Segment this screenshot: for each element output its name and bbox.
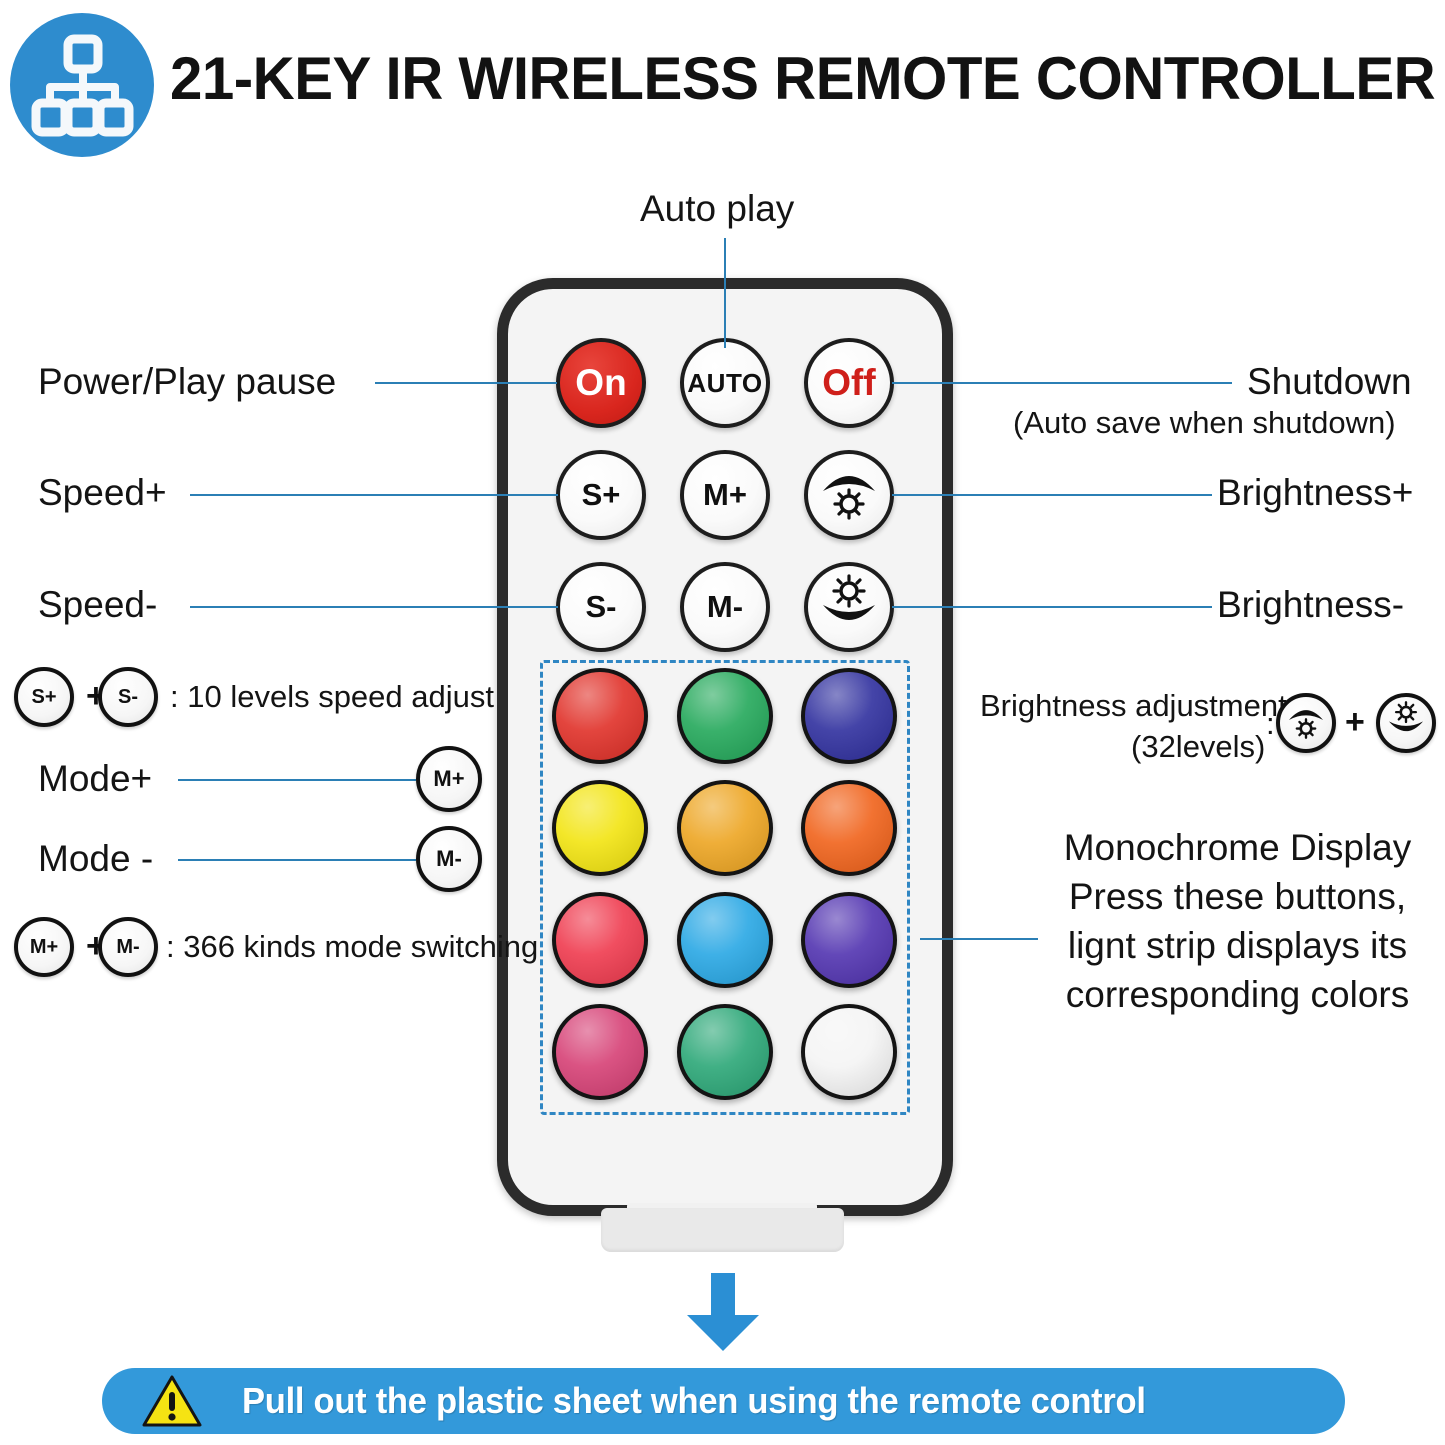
callout-shutdown: Shutdown [1247, 361, 1412, 402]
callout-line-brightness-plus [892, 494, 1212, 496]
mini-key-mode-up-combo: M+ [14, 917, 74, 977]
button-on-label: On [575, 362, 627, 403]
color-button-yellow[interactable] [552, 780, 648, 876]
button-gloss [681, 672, 769, 760]
button-auto-label: AUTO [687, 367, 763, 398]
mini-key-mode-down: M- [416, 826, 482, 892]
note-brightness-line2: (32levels) [1131, 729, 1266, 764]
button-gloss [556, 672, 644, 760]
mini-key-mode-up: M+ [416, 746, 482, 812]
callout-auto-play: Auto play [640, 188, 795, 229]
button-mode-down[interactable]: M- [680, 562, 770, 652]
color-button-white[interactable] [801, 1004, 897, 1100]
mini-key-mode-down-label: M- [436, 846, 462, 871]
color-button-orange[interactable] [801, 780, 897, 876]
button-gloss [556, 896, 644, 984]
callout-mode-minus: Mode - [38, 838, 154, 879]
mini-key-mode-down-combo: M- [98, 917, 158, 977]
color-button-amber[interactable] [677, 780, 773, 876]
callout-line-mode-minus [178, 859, 416, 861]
mini-key-brightness-down [1376, 693, 1436, 753]
color-button-violet[interactable] [801, 892, 897, 988]
mini-key-mode-down-combo-label: M- [116, 935, 140, 958]
button-mode-up[interactable]: M+ [680, 450, 770, 540]
header: 21-KEY IR WIRELESS REMOTE CONTROLLER [0, 0, 1445, 170]
callout-line-monochrome [920, 938, 1038, 940]
brightness-up-icon [1285, 699, 1327, 747]
mini-key-speed-down: S- [98, 667, 158, 727]
callout-speed-plus: Speed+ [38, 472, 167, 513]
note-monochrome-line3: lignt strip displays its [1067, 925, 1408, 966]
mini-key-speed-up: S+ [14, 667, 74, 727]
callout-line-speed-plus [190, 494, 558, 496]
color-button-green[interactable] [677, 668, 773, 764]
note-brightness-line1: Brightness adjustment [980, 688, 1287, 723]
button-gloss [805, 784, 893, 872]
down-arrow-icon [679, 1273, 767, 1356]
brightness-up-icon [817, 459, 881, 531]
button-brightness-up[interactable] [804, 450, 894, 540]
color-button-sky-blue[interactable] [677, 892, 773, 988]
callout-shutdown-note: (Auto save when shutdown) [1013, 405, 1396, 440]
mini-key-mode-up-combo-label: M+ [29, 935, 59, 958]
button-gloss [805, 896, 893, 984]
color-button-crimson[interactable] [552, 892, 648, 988]
color-button-rose[interactable] [552, 1004, 648, 1100]
sitemap-hierarchy-icon [10, 13, 154, 157]
plastic-insulation-tab[interactable] [601, 1208, 844, 1252]
button-mode-up-label: M+ [703, 477, 747, 512]
footer-banner-text: Pull out the plastic sheet when using th… [242, 1380, 1146, 1421]
callout-speed-minus: Speed- [38, 584, 158, 625]
mini-key-speed-up-label: S+ [31, 685, 57, 708]
note-monochrome-line1: Monochrome Display [1063, 827, 1412, 868]
brightness-down-icon [817, 571, 881, 643]
mini-key-mode-up-label: M+ [433, 766, 465, 791]
note-monochrome-line4: corresponding colors [1065, 974, 1410, 1015]
page-title: 21-KEY IR WIRELESS REMOTE CONTROLLER [170, 45, 1436, 112]
button-mode-down-label: M- [706, 589, 744, 624]
button-brightness-down[interactable] [804, 562, 894, 652]
color-button-red[interactable] [552, 668, 648, 764]
color-button-navy-blue[interactable] [801, 668, 897, 764]
callout-line-brightness-minus [892, 606, 1212, 608]
button-gloss [681, 896, 769, 984]
button-off-label: Off [822, 362, 876, 403]
button-off[interactable]: Off [804, 338, 894, 428]
note-mode-switching: : 366 kinds mode switching [166, 929, 539, 964]
button-speed-down[interactable]: S- [556, 562, 646, 652]
mini-key-brightness-up [1276, 693, 1336, 753]
button-gloss [681, 784, 769, 872]
button-speed-up[interactable]: S+ [556, 450, 646, 540]
button-auto[interactable]: AUTO [680, 338, 770, 428]
combo-plus-brightness: + [1345, 703, 1365, 741]
button-gloss [681, 1008, 769, 1096]
color-button-sea-green[interactable] [677, 1004, 773, 1100]
callout-line-auto-play [724, 238, 726, 348]
color-pad-highlight-box [540, 660, 910, 1115]
callout-mode-plus: Mode+ [38, 758, 153, 799]
callout-brightness-plus: Brightness+ [1217, 472, 1414, 513]
note-monochrome-line2: Press these buttons, [1068, 876, 1407, 917]
callout-line-speed-minus [190, 606, 558, 608]
footer-banner: Pull out the plastic sheet when using th… [102, 1368, 1345, 1434]
callout-line-power [375, 382, 557, 384]
note-monochrome: Monochrome Display Press these buttons, … [1040, 823, 1435, 1019]
mini-key-speed-down-label: S- [118, 685, 138, 708]
note-brightness-colon: : [1266, 706, 1275, 741]
button-on[interactable]: On [556, 338, 646, 428]
callout-line-shutdown [892, 382, 1232, 384]
callout-power-play-pause: Power/Play pause [38, 361, 337, 402]
button-gloss [805, 672, 893, 760]
brightness-down-icon [1385, 699, 1427, 747]
warning-triangle-icon [142, 1375, 202, 1432]
button-gloss [556, 1008, 644, 1096]
button-speed-up-label: S+ [581, 477, 621, 512]
callout-brightness-minus: Brightness- [1217, 584, 1405, 625]
button-gloss [805, 1008, 893, 1096]
callout-line-mode-plus [178, 779, 416, 781]
button-speed-down-label: S- [585, 589, 617, 624]
note-speed-levels: : 10 levels speed adjust [170, 679, 494, 714]
button-gloss [556, 784, 644, 872]
